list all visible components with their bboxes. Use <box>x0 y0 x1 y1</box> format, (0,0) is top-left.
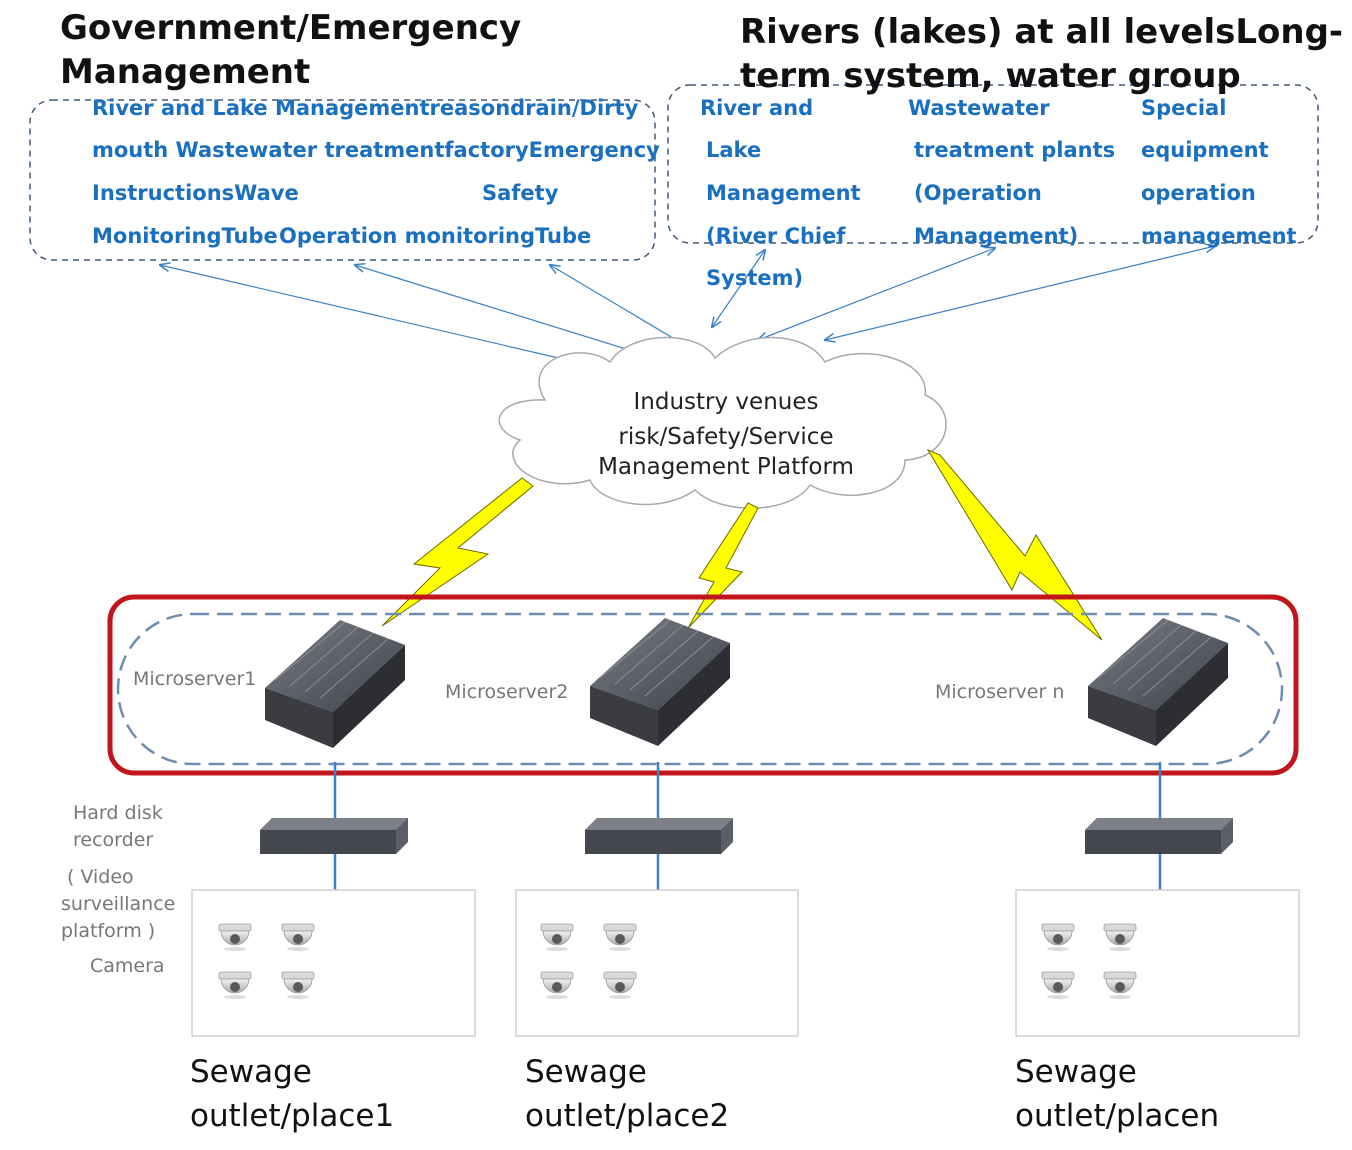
device-links <box>333 762 1162 890</box>
camera-icon <box>1103 923 1137 951</box>
place-3-line-2: outlet/placen <box>1015 1098 1220 1134</box>
platform-label: Industry venues risk/Safety/Service Mana… <box>576 386 876 484</box>
camera-site-box-1 <box>191 889 476 1037</box>
rivers-col1-line-4: (River Chief <box>706 224 846 248</box>
gov-item-2: mouth Wastewater treatmentfactoryEmergen… <box>92 138 660 162</box>
microserver-label-3: Microserver n <box>935 681 1065 703</box>
rivers-col2-line-2: treatment plants <box>914 138 1116 162</box>
place-1-line-2: outlet/place1 <box>190 1098 395 1134</box>
rivers-col2-line-1: Wastewater <box>908 96 1050 120</box>
recorder-device-1 <box>260 818 408 854</box>
camera-icon <box>1103 971 1137 999</box>
legend-video-line-3: platform ) <box>61 920 156 942</box>
microserver-device-1 <box>265 620 405 748</box>
rivers-col3-line-3: operation <box>1141 181 1256 205</box>
recorder-device-3 <box>1085 818 1233 854</box>
legend-recorder: Hard disk recorder <box>73 800 163 854</box>
camera-site-box-3 <box>1015 889 1300 1037</box>
legend-video-line-2: surveillance <box>61 893 176 915</box>
lightning-bolts <box>381 448 1103 641</box>
microserver-device-2 <box>590 618 730 746</box>
rivers-group-box <box>667 84 1319 244</box>
arrow-gov-3 <box>550 265 688 347</box>
arrow-gov-1 <box>160 265 610 370</box>
gov-title-line-1: Government/Emergency <box>60 8 522 48</box>
camera-icon <box>218 971 252 999</box>
cameras <box>218 923 1137 999</box>
place-2-line-2: outlet/place2 <box>525 1098 730 1134</box>
rivers-col3-line-2: equipment <box>1141 138 1269 162</box>
rivers-col3-line-4: management <box>1141 224 1297 248</box>
cloud-shape <box>498 336 947 509</box>
camera-icon <box>281 971 315 999</box>
place-label-3: Sewage outlet/placen <box>1015 1050 1219 1138</box>
recorder-device-2 <box>585 818 733 854</box>
gov-item-5: MonitoringTube <box>92 224 278 248</box>
link-arrows <box>160 246 1215 370</box>
lightning-bolt-2 <box>687 502 759 629</box>
microserver-label-2: Microserver2 <box>445 681 569 703</box>
gov-item-6: Operation monitoringTube <box>279 224 592 248</box>
camera-icon <box>281 923 315 951</box>
place-label-2: Sewage outlet/place2 <box>525 1050 729 1138</box>
place-2-line-1: Sewage <box>525 1054 647 1090</box>
arrow-gov-2 <box>355 265 655 358</box>
camera-icon <box>218 923 252 951</box>
platform-line-2: risk/Safety/Service <box>618 424 834 450</box>
microserver-dashed-group <box>116 612 1284 766</box>
camera-icon <box>1041 971 1075 999</box>
camera-icon <box>540 923 574 951</box>
microserver-label-1: Microserver1 <box>133 668 257 690</box>
microserver-device-3 <box>1088 618 1228 746</box>
rivers-col2-line-3: (Operation <box>914 181 1042 205</box>
place-3-line-1: Sewage <box>1015 1054 1137 1090</box>
legend-video-platform: ( Video surveillance platform ) <box>61 864 175 945</box>
rivers-title-line-1: Rivers (lakes) at all levelsLong- <box>740 12 1344 52</box>
camera-icon <box>540 971 574 999</box>
microserver-frame <box>107 594 1299 776</box>
camera-icon <box>603 971 637 999</box>
lightning-bolt-1 <box>381 477 534 627</box>
rivers-title: Rivers (lakes) at all levelsLong- term s… <box>740 10 1343 98</box>
rivers-title-line-2: term system, water group <box>740 56 1241 96</box>
arrow-rivers-3 <box>825 246 1215 340</box>
rivers-col1-line-2: Lake <box>706 138 762 162</box>
legend-recorder-line-1: Hard disk <box>73 802 163 824</box>
camera-icon <box>1041 923 1075 951</box>
gov-group-box <box>29 99 656 261</box>
gov-title: Government/Emergency Management <box>60 6 521 94</box>
gov-item-1: River and Lake Managementreasondrain/Dir… <box>92 96 639 120</box>
rivers-col3-line-1: Special <box>1141 96 1227 120</box>
gov-item-4: Safety <box>482 181 559 205</box>
rivers-col1-line-3: Management <box>706 181 861 205</box>
rivers-col1-line-5: System) <box>706 266 804 290</box>
camera-icon <box>603 923 637 951</box>
gov-title-line-2: Management <box>60 52 311 92</box>
rivers-col1-line-1: River and <box>700 96 814 120</box>
gov-item-3: InstructionsWave <box>92 181 299 205</box>
legend-camera: Camera <box>90 955 165 977</box>
legend-recorder-line-2: recorder <box>73 829 154 851</box>
legend-video-line-1: ( Video <box>67 866 134 888</box>
camera-site-box-2 <box>515 889 799 1037</box>
place-1-line-1: Sewage <box>190 1054 312 1090</box>
place-label-1: Sewage outlet/place1 <box>190 1050 394 1138</box>
lightning-bolt-3 <box>926 448 1103 641</box>
rivers-col2-line-4: Management) <box>914 224 1079 248</box>
platform-line-3: Management Platform <box>598 454 854 480</box>
platform-line-1: Industry venues <box>633 389 819 415</box>
